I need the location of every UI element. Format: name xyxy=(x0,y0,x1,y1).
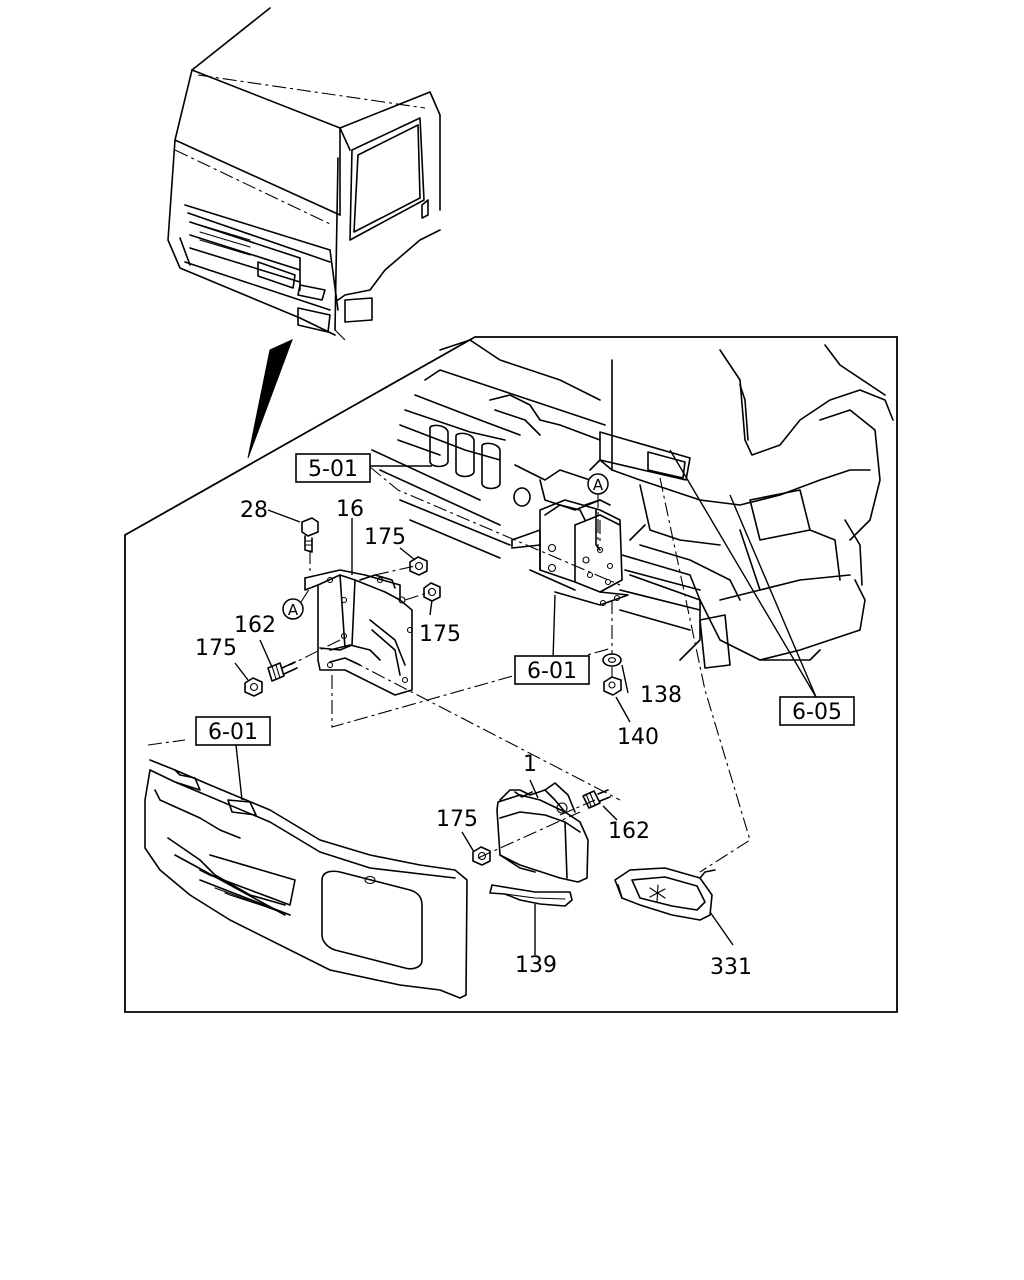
nut-140 xyxy=(603,676,622,696)
ref-box-5-01: 5-01 xyxy=(295,453,371,483)
detail-pointer xyxy=(247,339,293,459)
bolt-28 xyxy=(301,517,319,553)
nut-175-upper xyxy=(409,556,428,576)
ref-box-6-01-frame: 6-01 xyxy=(514,655,590,685)
callout-162-left: 162 xyxy=(234,613,276,638)
callout-138: 138 xyxy=(640,683,682,708)
marker-a-frame-label: A xyxy=(593,476,604,494)
callout-175-lamp: 175 xyxy=(436,807,478,832)
ref-box-6-05: 6-05 xyxy=(779,696,855,726)
ref-label-6-01-bumper: 6-01 xyxy=(208,720,258,745)
ref-label-6-05: 6-05 xyxy=(792,700,842,725)
ref-box-6-01-bumper: 6-01 xyxy=(195,716,271,746)
callout-175-upper: 175 xyxy=(364,525,406,550)
ref-label-5-01: 5-01 xyxy=(308,457,358,482)
leader-lines xyxy=(234,449,817,955)
lamp-bracket-16 xyxy=(304,569,414,696)
callout-28: 28 xyxy=(240,498,268,523)
callout-139: 139 xyxy=(515,953,557,978)
callout-162-lamp: 162 xyxy=(608,819,650,844)
side-lamp-331 xyxy=(614,867,716,921)
pad-139 xyxy=(489,884,573,907)
truck-cab-overview xyxy=(167,7,441,341)
callout-331: 331 xyxy=(710,955,752,980)
nut-175-lamp xyxy=(472,846,491,866)
front-bumper xyxy=(144,759,468,999)
callouts: 28 16 175 175 175 162 175 138 140 1 162 … xyxy=(195,497,752,980)
callout-175-left: 175 xyxy=(195,636,237,661)
callout-175-right: 175 xyxy=(419,622,461,647)
marker-a-bracket: A xyxy=(282,587,311,620)
callout-1: 1 xyxy=(523,752,537,777)
stud-162-lamp xyxy=(582,789,611,809)
marker-a-bracket-label: A xyxy=(288,601,299,619)
detail-frame xyxy=(124,336,898,1013)
callout-140: 140 xyxy=(617,725,659,750)
vehicle-front-background xyxy=(371,339,894,669)
stud-162-left xyxy=(267,661,298,682)
washer-138 xyxy=(602,653,622,667)
nut-175-left xyxy=(244,677,263,697)
ref-label-6-01-frame: 6-01 xyxy=(527,659,577,684)
marker-a-frame: A xyxy=(587,473,609,550)
frame-bracket xyxy=(511,499,629,607)
callout-16: 16 xyxy=(336,497,364,522)
headlamp-1 xyxy=(496,782,589,883)
nut-175-right xyxy=(423,582,441,602)
